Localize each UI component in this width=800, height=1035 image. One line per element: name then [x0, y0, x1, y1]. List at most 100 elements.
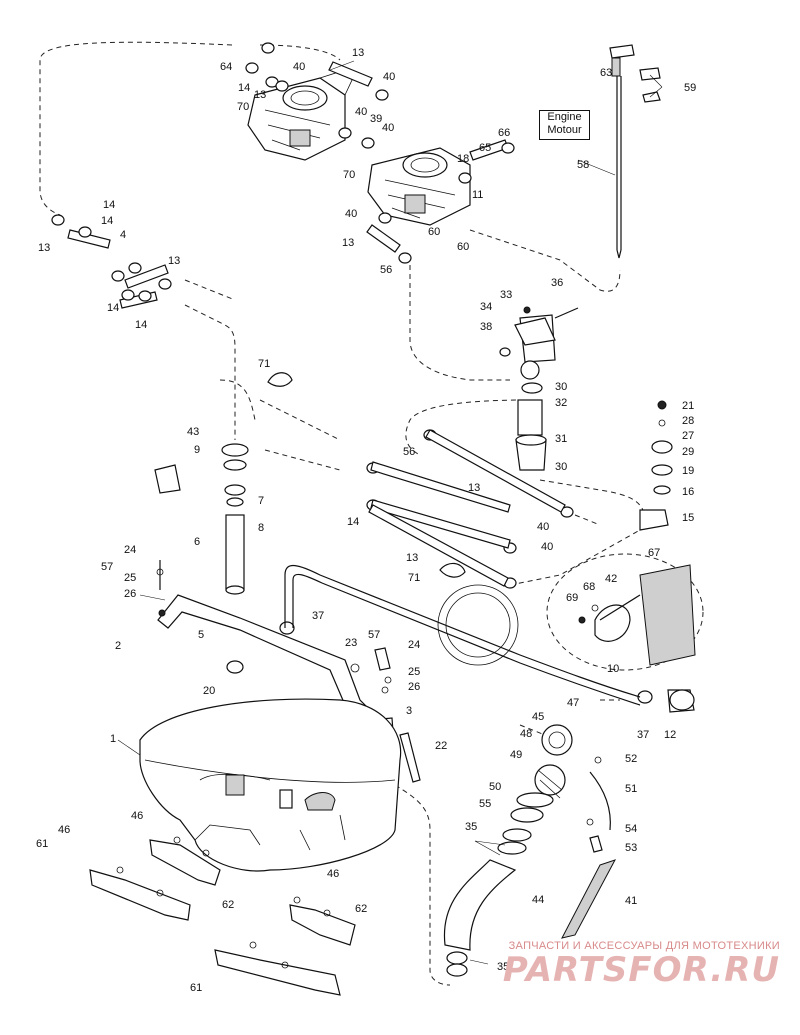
part-label: 14 [103, 199, 115, 211]
part-label: 13 [406, 552, 418, 564]
part-label: 21 [682, 400, 694, 412]
part-label: 14 [101, 215, 113, 227]
part-label: 50 [489, 781, 501, 793]
part-label: 54 [625, 823, 637, 835]
leader-lines [117, 60, 663, 965]
part-label: 37 [312, 610, 324, 622]
part-label: 15 [682, 512, 694, 524]
part-label: 31 [555, 433, 567, 445]
part-label: 63 [600, 67, 612, 79]
part-label: 36 [551, 277, 563, 289]
engine-label-line1: Engine [547, 111, 582, 123]
watermark-brand: PARTSFOR.RU [502, 950, 780, 990]
part-label: 18 [457, 153, 469, 165]
part-label: 30 [555, 461, 567, 473]
part-label: 14 [135, 319, 147, 331]
part-label: 56 [380, 264, 392, 276]
carburetor-lower [367, 147, 471, 226]
part-label: 40 [345, 208, 357, 220]
bracket [499, 306, 579, 357]
part-label: 40 [382, 122, 394, 134]
part-label: 39 [370, 113, 382, 125]
part-label: 24 [408, 639, 420, 651]
part-label: 25 [408, 666, 420, 678]
part-label: 9 [194, 444, 200, 456]
part-label: 46 [58, 824, 70, 836]
part-label: 13 [254, 89, 266, 101]
part-label: 14 [347, 516, 359, 528]
part-label: 43 [187, 426, 199, 438]
part-label: 45 [532, 711, 544, 723]
part-label: 10 [607, 663, 619, 675]
valve-assembly [639, 400, 673, 531]
part-label: 27 [682, 430, 694, 442]
filler-tube [154, 443, 249, 595]
part-label: 34 [480, 301, 492, 313]
part-label: 29 [682, 446, 694, 458]
part-label: 12 [664, 729, 676, 741]
part-label: 38 [480, 321, 492, 333]
part-label: 20 [203, 685, 215, 697]
part-label: 66 [498, 127, 510, 139]
detail-inset [546, 553, 704, 671]
part-label: 68 [583, 581, 595, 593]
part-label: 32 [555, 397, 567, 409]
part-label: 62 [355, 903, 367, 915]
part-label: 61 [36, 838, 48, 850]
part-label: 46 [131, 810, 143, 822]
part-label: 55 [479, 798, 491, 810]
part-label: 24 [124, 544, 136, 556]
skids [89, 836, 356, 996]
part-label: 3 [406, 705, 412, 717]
part-label: 70 [343, 169, 355, 181]
part-label: 42 [605, 573, 617, 585]
part-label: 44 [532, 894, 544, 906]
part-label: 60 [457, 241, 469, 253]
part-label: 40 [541, 541, 553, 553]
part-label: 46 [327, 868, 339, 880]
watermark: ЗАПЧАСТИ И АКСЕССУАРЫ ДЛЯ МОТОТЕХНИКИ PA… [478, 940, 798, 990]
fitting-12 [667, 689, 695, 713]
part-label: 19 [682, 465, 694, 477]
watermark-caption: ЗАПЧАСТИ И АКСЕССУАРЫ ДЛЯ МОТОТЕХНИКИ [508, 940, 780, 952]
part-label: 1 [110, 733, 116, 745]
part-label: 35 [497, 961, 509, 973]
fuel-sender [609, 44, 661, 259]
part-label: 13 [352, 47, 364, 59]
part-label: 67 [648, 547, 660, 559]
vent-hose [284, 565, 641, 706]
part-label: 13 [468, 482, 480, 494]
part-label: 51 [625, 783, 637, 795]
part-label: 7 [258, 495, 264, 507]
part-label: 37 [637, 729, 649, 741]
engine-label-line2: Motour [547, 124, 582, 136]
part-label: 49 [510, 749, 522, 761]
part-label: 52 [625, 753, 637, 765]
part-label: 48 [520, 728, 532, 740]
hose-clamp-71 [267, 372, 466, 578]
part-label: 30 [555, 381, 567, 393]
part-label: 61 [190, 982, 202, 994]
part-label: 11 [472, 189, 483, 201]
part-label: 40 [355, 106, 367, 118]
part-label: 47 [567, 697, 579, 709]
part-label: 5 [198, 629, 204, 641]
part-label: 35 [465, 821, 477, 833]
part-label: 60 [428, 226, 440, 238]
part-label: 23 [345, 637, 357, 649]
part-label: 57 [101, 561, 113, 573]
part-labels: 13 64 14 13 40 40 70 40 39 40 66 65 18 5… [36, 47, 696, 994]
part-label: 40 [537, 521, 549, 533]
part-label: 40 [383, 71, 395, 83]
filler-neck [443, 724, 617, 951]
part-label: 4 [120, 229, 126, 241]
clamps [51, 42, 653, 977]
carburetor-upper [247, 69, 353, 161]
part-label: 13 [38, 242, 50, 254]
part-label: 71 [258, 358, 270, 370]
part-label: 13 [342, 237, 354, 249]
part-label: 58 [577, 159, 589, 171]
part-label: 65 [479, 142, 491, 154]
part-label: 28 [682, 415, 694, 427]
part-label: 16 [682, 486, 694, 498]
